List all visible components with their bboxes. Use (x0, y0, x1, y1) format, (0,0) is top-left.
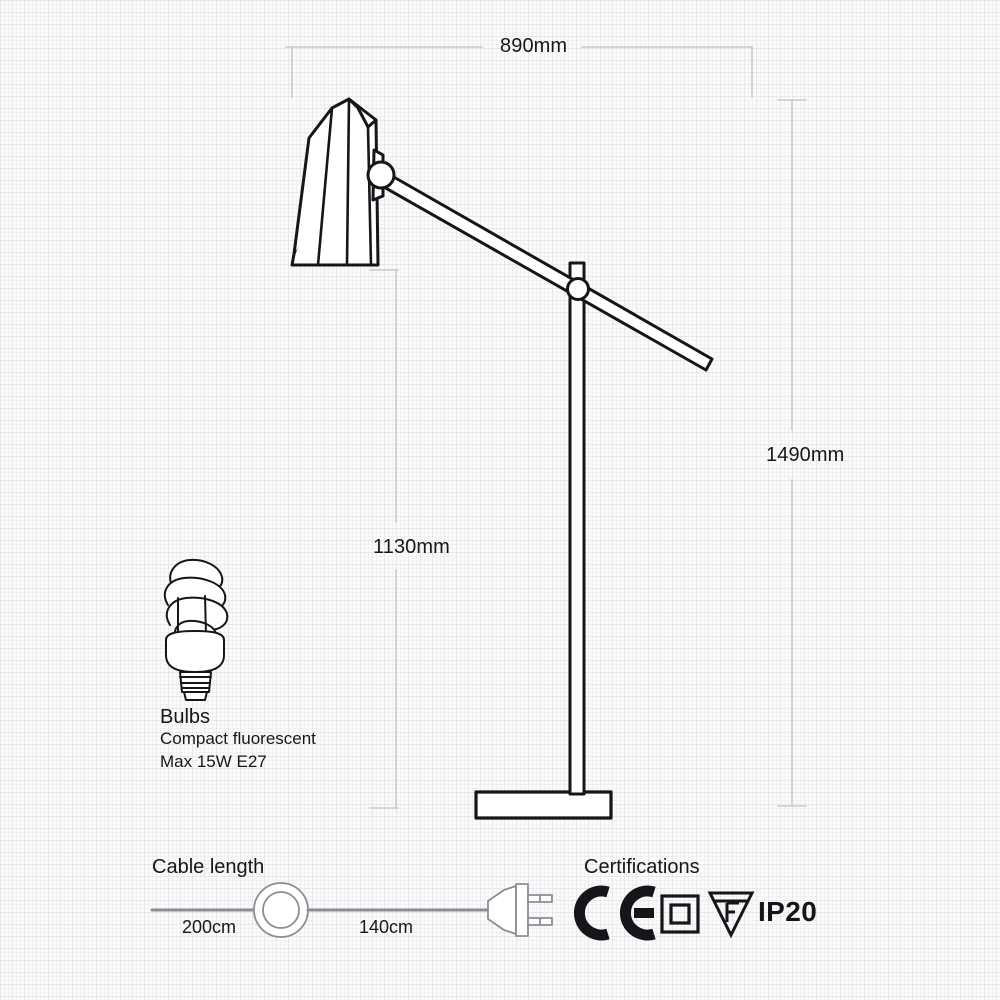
dimension-height-1130 (369, 269, 399, 809)
ip-rating-label: IP20 (758, 896, 818, 927)
dimension-lines (285, 46, 807, 809)
lamp-drawing (290, 97, 714, 820)
lamp-base (474, 790, 613, 820)
cable-length-right: 140cm (359, 917, 414, 937)
double-square-icon (660, 894, 700, 934)
dimension-label-width: 890mm (500, 35, 568, 57)
cable-drawing (150, 882, 553, 938)
lamp-pole (568, 261, 586, 796)
europlug-body (487, 885, 517, 935)
cable-title: Cable length (152, 856, 265, 878)
bulbs-rating: Max 15W E27 (160, 752, 267, 771)
lamp-shade-ribs (316, 97, 373, 267)
certification-marks (573, 885, 755, 941)
europlug-faceplate (515, 883, 529, 937)
dimension-label-total-height: 1490mm (766, 444, 845, 466)
dimension-label-shade-height: 1130mm (373, 536, 450, 558)
lamp-arm (373, 166, 714, 372)
foot-dimmer-inner-ring (262, 891, 300, 929)
arm-pole-pivot-joint (566, 277, 590, 301)
dimension-height-1490 (777, 99, 807, 807)
shade-pivot-joint (366, 160, 396, 190)
certifications-title: Certifications (584, 856, 700, 878)
dimension-width-890 (285, 46, 753, 98)
f-triangle-icon (707, 891, 755, 939)
bulbs-type: Compact fluorescent (160, 729, 316, 748)
cfl-spiral-bulb-icon (163, 558, 229, 701)
ce-mark-icon (573, 885, 656, 941)
bulbs-title: Bulbs (160, 706, 211, 728)
cable-length-left: 200cm (182, 917, 237, 937)
